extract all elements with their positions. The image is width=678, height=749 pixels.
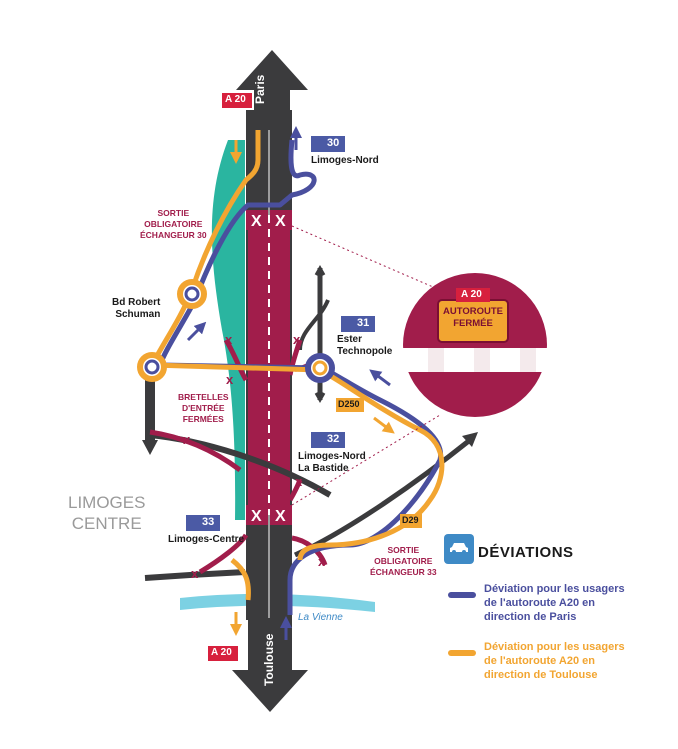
toulouse-arrow	[232, 618, 308, 712]
exit-badge-30	[311, 136, 345, 152]
svg-text:X: X	[251, 213, 262, 230]
a20-badge-bottom	[208, 646, 238, 661]
toulouse-deviation-route	[149, 130, 445, 561]
svg-text:x: x	[191, 566, 199, 581]
legend-title: DÉVIATIONS	[478, 544, 574, 561]
svg-text:X: X	[275, 508, 286, 525]
roundabout-west	[137, 352, 167, 382]
legend-swatch-paris	[448, 592, 476, 598]
car-icon	[444, 534, 474, 564]
svg-text:x: x	[293, 332, 301, 347]
d250-badge	[336, 398, 364, 412]
svg-text:x: x	[225, 332, 233, 347]
closure-marks: X X X X	[246, 210, 292, 525]
svg-text:x: x	[318, 554, 326, 569]
a20-badge-top	[222, 93, 252, 108]
paris-deviation-route	[157, 139, 444, 615]
exit-badge-31	[341, 316, 375, 332]
exit-badge-33	[186, 515, 220, 531]
legend-paris-text: Déviation pour les usagers de l'autorout…	[484, 583, 625, 623]
roundabout-ester	[305, 353, 335, 383]
river-band	[211, 140, 245, 520]
svg-text:x: x	[183, 432, 191, 447]
roundabout-schuman	[177, 279, 207, 309]
exit-badge-32	[311, 432, 345, 448]
svg-text:x: x	[295, 474, 303, 489]
legend-swatch-toulouse	[448, 650, 476, 656]
svg-text:X: X	[275, 213, 286, 230]
d29-badge	[400, 514, 422, 528]
svg-text:x: x	[226, 372, 234, 387]
paris-arrow	[236, 50, 308, 130]
legend-toulouse-text: Déviation pour les usagers de l'autorout…	[484, 641, 625, 681]
svg-text:X: X	[251, 508, 262, 525]
